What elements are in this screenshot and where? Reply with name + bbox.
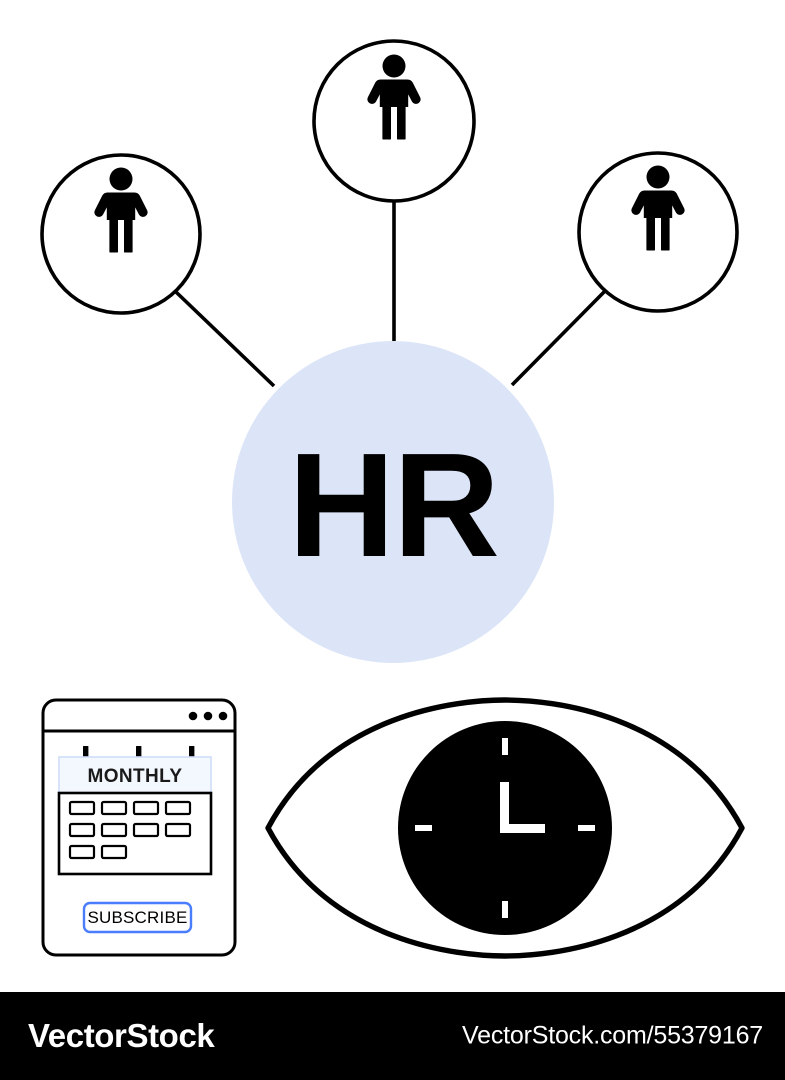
calendar-date-cell[interactable] [100,800,128,816]
hr-label: HR [288,423,498,588]
subscribe-button[interactable]: SUBSCRIBE [82,901,193,934]
person-node-right[interactable] [577,151,739,313]
clock-hands [500,782,545,833]
calendar-date-cell[interactable] [68,800,96,816]
window-dot-icon [218,711,228,721]
clock-minute-hand-icon [500,782,509,833]
person-node-left[interactable] [40,153,202,315]
calendar-date-cell[interactable] [164,822,192,838]
calendar-header-band [58,756,212,794]
hr-circle [232,341,554,663]
calendar-date-cell[interactable] [100,822,128,838]
clock-tick-6-icon [502,901,508,918]
calendar-date-row[interactable] [68,800,192,816]
footer-brand-logo: VectorStock [28,1017,215,1054]
illustration-svg: HR [40,39,745,959]
eye-clock-icon[interactable] [265,697,745,959]
calendar-date-row[interactable] [68,822,192,838]
clock-ticks [415,738,595,918]
person-node-top[interactable] [312,39,476,203]
person-top-circle [312,39,476,203]
calendar-date-cell[interactable] [68,822,96,838]
window-dot-icon [188,711,198,721]
calendar-date-cell[interactable] [164,800,192,816]
hr-center-node[interactable]: HR [232,341,554,663]
calendar-date-row[interactable] [68,844,128,860]
artboard: HR [40,39,745,959]
connector-left [174,290,276,388]
clock-tick-3-icon [578,825,595,831]
clock-tick-12-icon [502,738,508,755]
window-dots[interactable] [188,711,228,721]
person-left-circle [40,153,202,315]
footer-watermark-bar: VectorStock VectorStock.com/55379167 [0,992,785,1080]
subscribe-button-box [82,901,193,934]
person-right-circle [577,151,739,313]
calendar-date-cell[interactable] [100,844,128,860]
calendar-date-cell[interactable] [132,800,160,816]
subscribe-button-label: SUBSCRIBE [87,908,187,927]
calendar-date-cell[interactable] [68,844,96,860]
window-dot-icon [203,711,213,721]
connector-group [174,201,607,388]
calendar-header-label: MONTHLY [88,766,183,787]
clock-hour-hand-icon [500,824,545,833]
calendar-date-cell[interactable] [132,822,160,838]
connector-right [510,289,607,387]
footer-url-text: VectorStock.com/55379167 [462,1021,763,1050]
clock-tick-9-icon [415,825,432,831]
monthly-subscription-calendar[interactable]: MONTHLY [41,698,237,957]
